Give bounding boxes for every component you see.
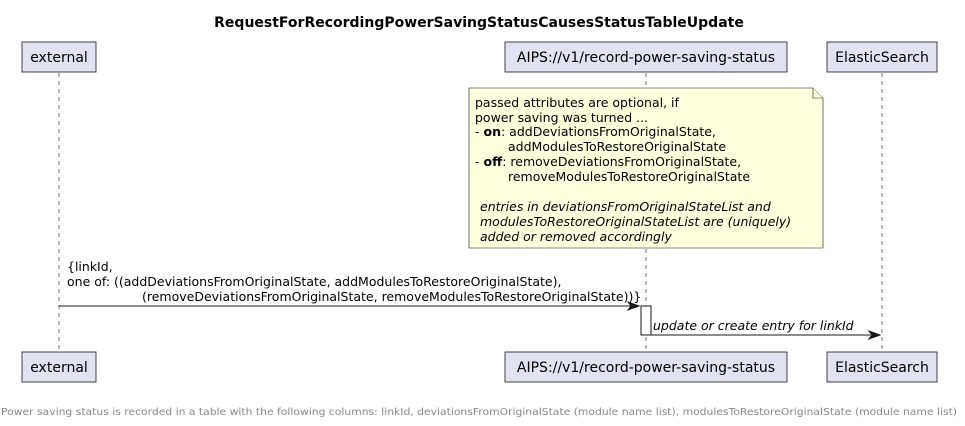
message-1-arrow-head [626, 300, 641, 312]
note-line-on: - on: addDeviationsFromOriginalState, [475, 124, 716, 139]
message-1-line-2: one of: ((addDeviationsFromOriginalState… [67, 274, 561, 289]
diagram-footer: Power saving status is recorded in a tab… [1, 407, 957, 418]
participant-elasticsearch-bottom-label: ElasticSearch [835, 360, 929, 376]
participant-elasticsearch-top[interactable]: ElasticSearch [826, 41, 938, 73]
participant-aips-top[interactable]: AIPS://v1/record-power-saving-status [504, 41, 788, 73]
message-2-label: update or create entry for linkId [653, 318, 854, 333]
participant-aips-bottom[interactable]: AIPS://v1/record-power-saving-status [504, 351, 788, 383]
participant-external-bottom[interactable]: external [21, 351, 97, 383]
note-italic-line-2: modulesToRestoreOriginalStateList are (u… [480, 214, 791, 229]
message-aips-to-elasticsearch: update or create entry for linkId [651, 318, 882, 341]
participant-aips-bottom-label: AIPS://v1/record-power-saving-status [517, 360, 775, 376]
participant-external-bottom-label: external [30, 360, 88, 376]
note-line-2: power saving was turned ... [475, 110, 648, 125]
note-italic-line-1: entries in deviationsFromOriginalStateLi… [480, 199, 771, 214]
activation-bar-aips [640, 305, 652, 336]
note-fold [812, 88, 823, 99]
diagram-title: RequestForRecordingPowerSavingStatusCaus… [214, 15, 744, 31]
message-external-to-aips: {linkId, one of: ((addDeviationsFromOrig… [59, 259, 641, 312]
note-line-off: - off: removeDeviationsFromOriginalState… [475, 154, 741, 169]
participant-elasticsearch-label: ElasticSearch [835, 50, 929, 66]
participant-external-label: external [30, 50, 88, 66]
message-2-arrow-head [867, 329, 882, 341]
message-1-line-3: (removeDeviationsFromOriginalState, remo… [142, 289, 641, 304]
note-box [468, 87, 824, 249]
message-1-line-1: {linkId, [67, 259, 113, 274]
note: passed attributes are optional, if power… [468, 87, 824, 249]
note-line-on-continued: addModulesToRestoreOriginalState [508, 139, 726, 154]
note-line-off-continued: removeModulesToRestoreOriginalState [508, 169, 750, 184]
note-italic-line-3: added or removed accordingly [480, 229, 672, 244]
participant-aips-label: AIPS://v1/record-power-saving-status [517, 50, 775, 66]
participant-elasticsearch-bottom[interactable]: ElasticSearch [826, 351, 938, 383]
note-line-1: passed attributes are optional, if [475, 95, 679, 110]
participant-external-top[interactable]: external [21, 41, 97, 73]
